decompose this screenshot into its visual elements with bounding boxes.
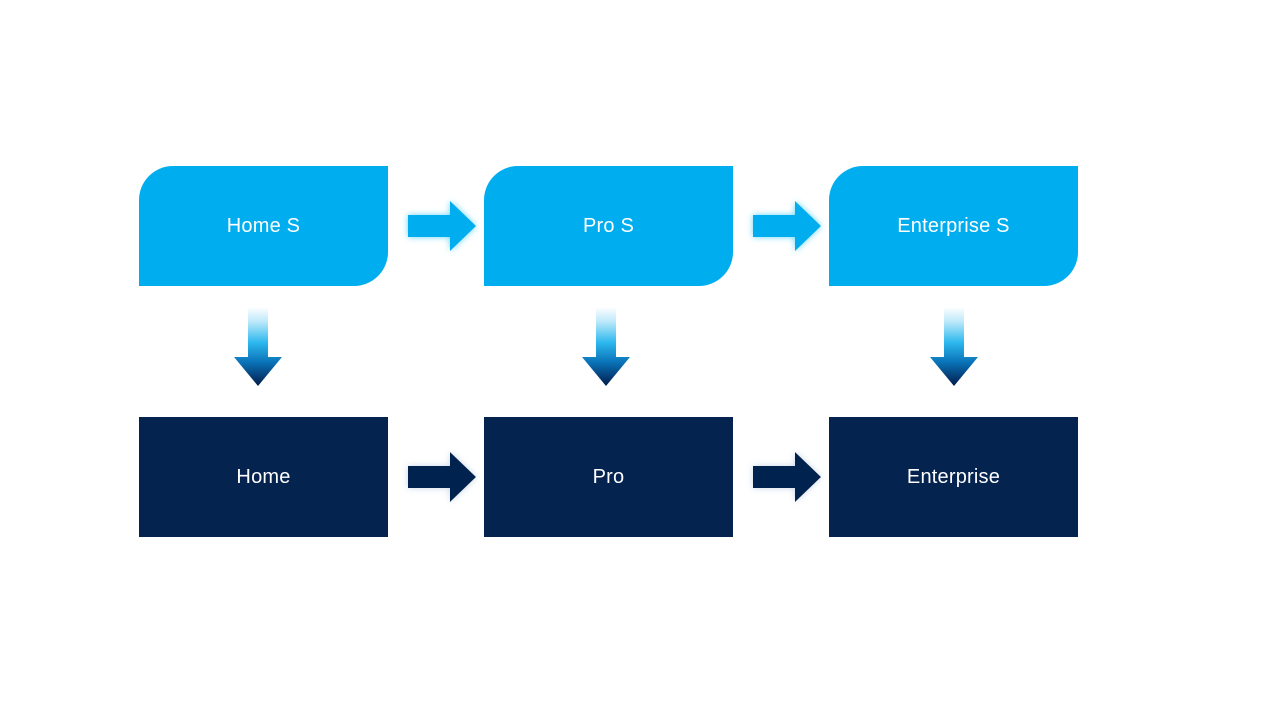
connector-home-to-pro [406, 448, 478, 506]
node-enterprise-s[interactable]: Enterprise S [829, 166, 1078, 286]
arrow-right-icon [753, 201, 821, 251]
node-enterprise[interactable]: Enterprise [829, 417, 1078, 537]
node-home-s[interactable]: Home S [139, 166, 388, 286]
arrow-right-icon [408, 452, 476, 502]
node-pro[interactable]: Pro [484, 417, 733, 537]
arrow-right-icon [753, 452, 821, 502]
node-pro-label: Pro [592, 466, 625, 488]
connector-home-s-to-pro-s [406, 197, 478, 255]
node-enterprise-label: Enterprise [906, 466, 1001, 488]
node-pro-s-label: Pro S [582, 215, 635, 237]
connector-enterprise-s-to-enterprise [929, 307, 979, 387]
node-pro-s[interactable]: Pro S [484, 166, 733, 286]
node-enterprise-s-label: Enterprise S [897, 215, 1010, 237]
arrow-right-icon [408, 201, 476, 251]
connector-home-s-to-home [233, 307, 283, 387]
connector-pro-s-to-pro [581, 307, 631, 387]
connector-pro-to-enterprise [751, 448, 823, 506]
arrow-down-icon [930, 307, 978, 386]
node-home-label: Home [236, 466, 291, 488]
connector-pro-s-to-enterprise-s [751, 197, 823, 255]
arrow-down-icon [582, 307, 630, 386]
node-home[interactable]: Home [139, 417, 388, 537]
node-home-s-label: Home S [226, 215, 301, 237]
arrow-down-icon [234, 307, 282, 386]
